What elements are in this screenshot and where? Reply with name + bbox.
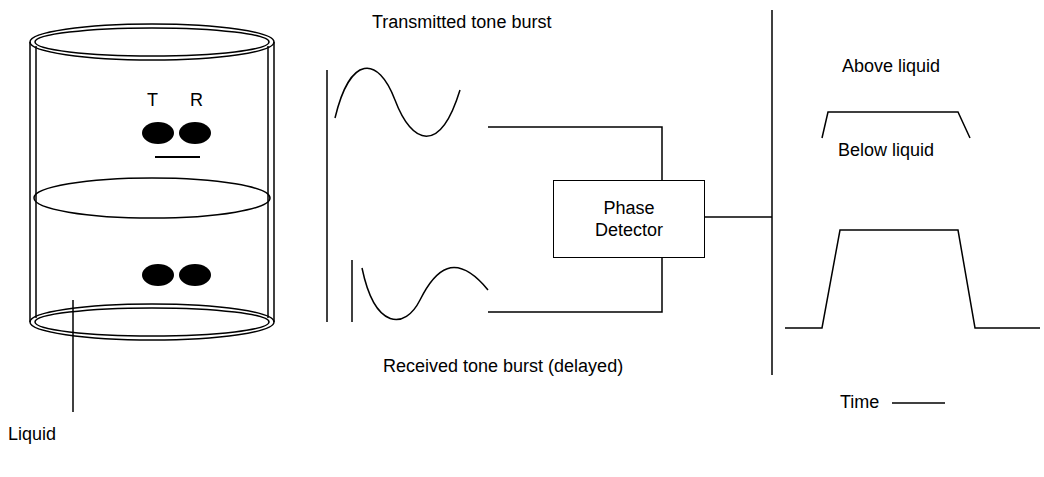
cylinder-wall — [35, 46, 37, 318]
wire — [705, 216, 772, 218]
transducer-label: R — [190, 90, 203, 110]
leader-line — [72, 300, 74, 412]
cylinder-bottom-inner — [35, 308, 269, 336]
axis-line — [351, 260, 353, 322]
transducer — [142, 264, 174, 286]
liquid-surface — [34, 178, 270, 218]
output-label: Below liquid — [838, 140, 934, 160]
transducer — [142, 122, 174, 144]
axis-label: Time — [840, 392, 879, 412]
sine-wave — [362, 268, 488, 320]
transducer-label: T — [147, 90, 158, 110]
wire — [488, 127, 662, 180]
axis-line — [771, 10, 773, 375]
part-name: Liquid — [8, 424, 56, 444]
signal-label: Received tone burst (delayed) — [383, 356, 623, 376]
time-arrow — [892, 402, 945, 404]
transducer — [179, 264, 211, 286]
cylinder-top — [30, 24, 274, 60]
sine-wave — [335, 68, 460, 136]
axis-line — [326, 70, 328, 322]
wire — [488, 258, 662, 312]
output-label: Above liquid — [842, 56, 940, 76]
output-pulse — [785, 230, 1040, 328]
cylinder-wall — [29, 42, 31, 322]
signal-label: Transmitted tone burst — [372, 12, 551, 32]
reflector-line — [155, 156, 200, 158]
cylinder-bottom — [30, 304, 274, 340]
cylinder-wall — [273, 42, 275, 322]
output-pulse — [822, 112, 970, 138]
process-box: Phase Detector — [553, 180, 705, 258]
cylinder-top-inner — [35, 28, 269, 56]
cylinder-wall — [267, 46, 269, 318]
box-text: Phase Detector — [579, 197, 679, 241]
transducer — [179, 122, 211, 144]
